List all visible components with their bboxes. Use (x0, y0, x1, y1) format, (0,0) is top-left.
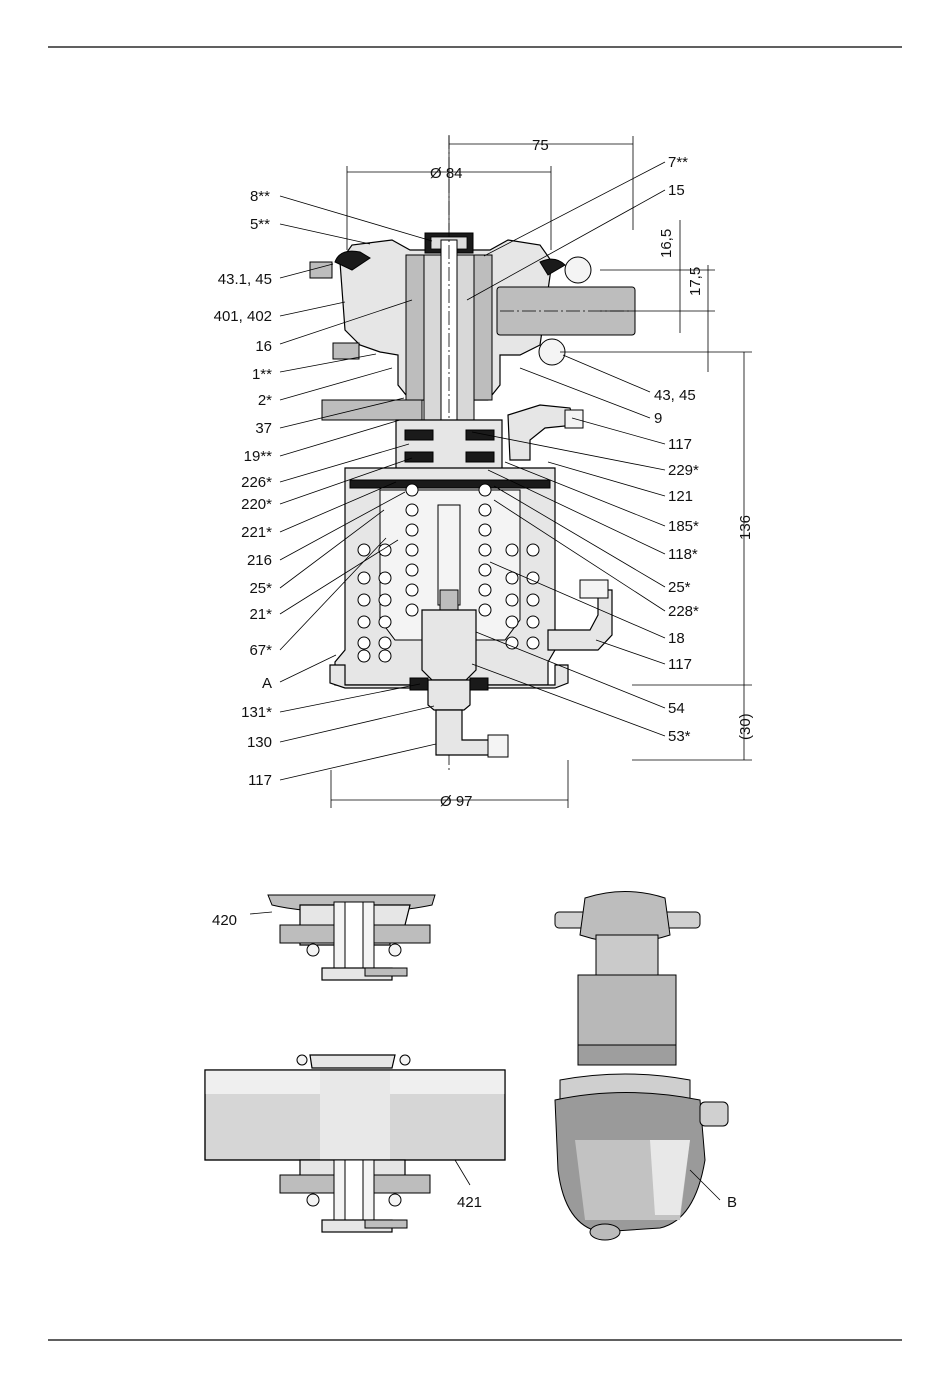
label-117b: 117 (668, 656, 692, 673)
label-216: 216 (247, 552, 272, 569)
label-54: 54 (668, 700, 685, 717)
label-19: 19** (244, 448, 273, 465)
lower-piston (422, 610, 476, 680)
side-pipe-37 (322, 400, 422, 420)
label-43-1: 43.1, 45 (218, 271, 272, 288)
label-25a: 25* (249, 580, 272, 597)
label-221: 221* (241, 524, 272, 541)
label-117c: 117 (248, 772, 272, 789)
label-21: 21* (249, 606, 272, 623)
label-1: 1** (252, 366, 272, 383)
lower-right-fitting (548, 590, 612, 650)
label-401: 401, 402 (214, 308, 272, 325)
label-131: 131* (241, 704, 272, 721)
valve-section-drawing (310, 135, 635, 770)
label-37: 37 (255, 420, 272, 437)
label-5: 5** (250, 216, 270, 233)
label-420: 420 (212, 912, 237, 929)
right-clamp-knob (565, 257, 591, 283)
label-25b: 25* (668, 579, 691, 596)
label-8: 8** (250, 188, 270, 205)
label-2: 2* (258, 392, 272, 409)
bottom-elbow (436, 710, 490, 755)
variant-420-drawing (250, 895, 435, 980)
dim-30: (30) (737, 713, 754, 740)
dim-136: 136 (737, 515, 754, 540)
label-B: B (727, 1194, 737, 1211)
label-43: 43, 45 (654, 387, 696, 404)
label-16: 16 (255, 338, 272, 355)
label-121: 121 (668, 488, 693, 505)
label-130: 130 (247, 734, 272, 751)
dim-d97: Ø 97 (440, 793, 473, 810)
label-117a: 117 (668, 436, 692, 453)
label-7: 7** (668, 154, 688, 171)
dim-75: 75 (532, 137, 549, 154)
label-A: A (262, 675, 272, 692)
valve-3d-view (555, 892, 728, 1241)
label-9: 9 (654, 410, 662, 427)
label-67: 67* (249, 642, 272, 659)
label-229: 229* (668, 462, 699, 479)
dim-16-5: 16,5 (658, 229, 675, 258)
label-53: 53* (668, 728, 691, 745)
label-118: 118* (668, 546, 698, 563)
label-18: 18 (668, 630, 685, 647)
label-185: 185* (668, 518, 699, 535)
label-226: 226* (241, 474, 272, 491)
label-421: 421 (457, 1194, 482, 1211)
label-15: 15 (668, 182, 685, 199)
label-220: 220* (241, 496, 272, 513)
dim-17-5: 17,5 (687, 267, 704, 296)
stem-left-wall (406, 255, 424, 400)
label-228: 228* (668, 603, 699, 620)
dim-d84: Ø 84 (430, 165, 463, 182)
